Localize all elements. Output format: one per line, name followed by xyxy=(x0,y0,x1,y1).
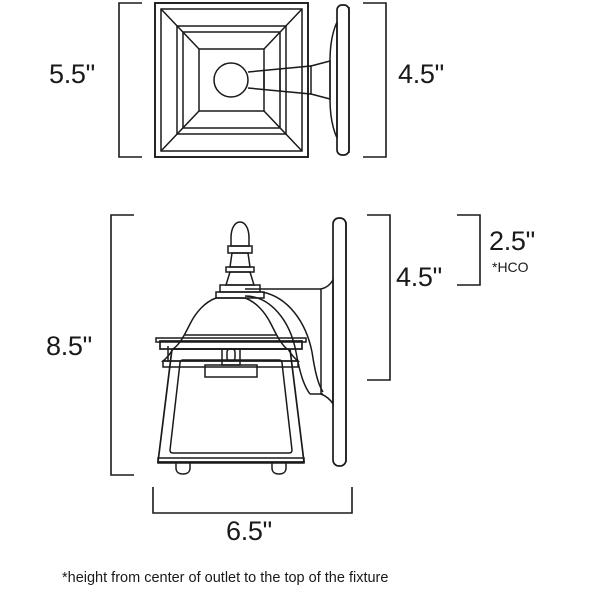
side-view-brim-knob xyxy=(226,348,236,362)
footnote: *height from center of outlet to the top… xyxy=(62,570,389,586)
side-view-group xyxy=(110,214,481,514)
dimension-label-top-height: 5.5" xyxy=(49,59,95,89)
side-view-wall-plate xyxy=(320,217,347,467)
dimension-label-arm-height: 4.5" xyxy=(396,262,442,292)
side-view-feet xyxy=(157,457,305,475)
side-view-socket-plate xyxy=(204,348,258,378)
dimension-bracket-side-height xyxy=(110,214,134,476)
dimension-label-hco-height: 2.5" xyxy=(489,226,535,256)
top-view-arm xyxy=(247,65,312,95)
side-view-wall-arm xyxy=(244,288,324,395)
dimension-bracket-arm-height xyxy=(367,214,391,381)
hco-note-label: *HCO xyxy=(492,259,529,275)
side-view-dome-cap xyxy=(160,297,301,362)
top-view-wall-plate xyxy=(310,4,350,156)
top-view-outlet-circle xyxy=(213,62,249,98)
side-view-lantern-body xyxy=(157,348,305,463)
side-view-finial xyxy=(225,221,255,273)
dimension-bracket-hco-height xyxy=(457,214,481,286)
top-view-housing xyxy=(154,2,309,158)
dimension-label-side-height: 8.5" xyxy=(46,331,92,361)
dimension-bracket-top-height xyxy=(118,2,142,158)
dimension-label-top-depth: 4.5" xyxy=(398,59,444,89)
dimension-bracket-side-width xyxy=(152,487,353,514)
dimension-label-side-width: 6.5" xyxy=(226,516,272,546)
dimension-bracket-top-depth xyxy=(363,2,387,158)
side-view-stem xyxy=(215,271,265,299)
top-view-group xyxy=(118,2,387,158)
